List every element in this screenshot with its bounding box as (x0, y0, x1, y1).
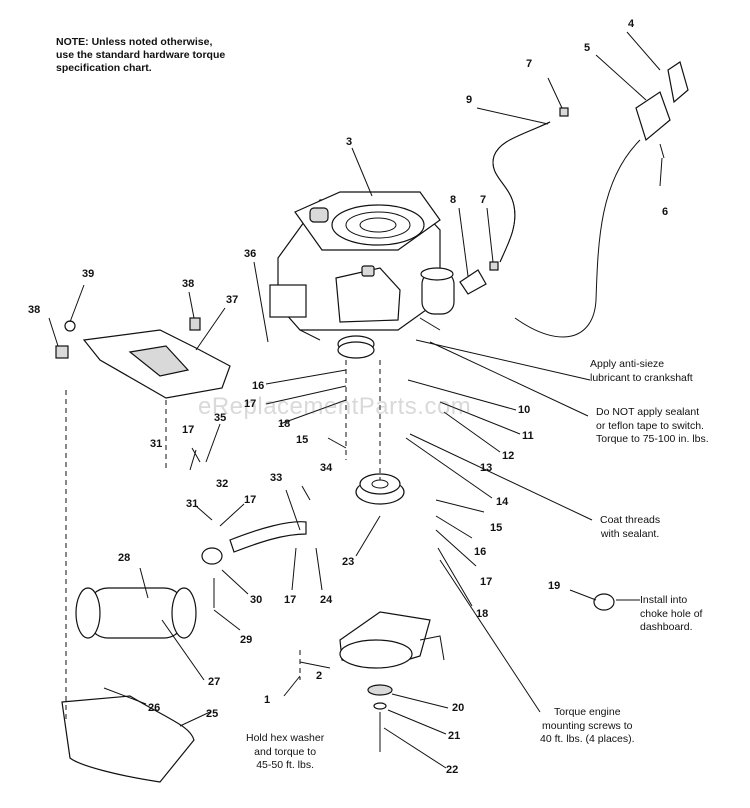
callout-35: 35 (214, 412, 227, 424)
throttle-control-drawing (514, 61, 689, 338)
callout-36: 36 (244, 248, 257, 260)
callout-15b: 15 (490, 522, 503, 534)
muffler-drawing (75, 587, 197, 639)
callout-38b: 38 (182, 278, 195, 290)
callout-15a: 15 (296, 434, 309, 446)
torque-note: NOTE: Unless noted otherwise, use the st… (56, 36, 226, 74)
callout-16a: 16 (252, 380, 265, 392)
callout-10: 10 (518, 404, 531, 416)
callout-19: 19 (548, 580, 561, 592)
fitting-8 (459, 269, 487, 295)
callout-22: 22 (446, 764, 459, 776)
callout-3: 3 (346, 136, 353, 148)
callout-13: 13 (480, 462, 493, 474)
fitting-7 (489, 261, 499, 271)
callout-29: 29 (240, 634, 253, 646)
annotation-no-sealant: Do NOT apply sealant or teflon tape to s… (596, 406, 709, 445)
callout-30: 30 (250, 594, 263, 606)
callout-7: 7 (526, 58, 533, 70)
callout-23: 23 (342, 556, 355, 568)
screw-39 (64, 320, 76, 332)
callout-24: 24 (320, 594, 333, 606)
callout-17a: 17 (244, 398, 257, 410)
callout-25: 25 (206, 708, 219, 720)
annotation-anti-sieze: Apply anti-sieze lubricant to crankshaft (590, 358, 693, 384)
watermark: eReplacementParts.com (198, 393, 472, 420)
bracket-30 (201, 547, 223, 565)
callout-6: 6 (662, 206, 669, 218)
callout-33: 33 (270, 472, 283, 484)
callout-31b: 31 (186, 498, 199, 510)
callout-16b: 16 (474, 546, 487, 558)
callout-17e: 17 (284, 594, 297, 606)
muffler-guard-drawing (61, 695, 195, 783)
annotation-torque-engine: Torque engine mounting screws to 40 ft. … (540, 706, 635, 745)
callout-4: 4 (628, 18, 635, 30)
callout-37: 37 (226, 294, 239, 306)
callout-31a: 31 (150, 438, 163, 450)
callout-17b: 17 (182, 424, 195, 436)
choke-cable-drawing (492, 121, 551, 263)
nut-38a (55, 345, 69, 359)
callout-28: 28 (118, 552, 131, 564)
callout-34: 34 (320, 462, 333, 474)
callout-17c: 17 (480, 576, 493, 588)
annotation-hex-washer: Hold hex washer and torque to 45-50 ft. … (246, 732, 325, 771)
exhaust-pipe-drawing (229, 521, 307, 553)
callout-21: 21 (448, 730, 461, 742)
callout-20: 20 (452, 702, 465, 714)
callout-39: 39 (82, 268, 95, 280)
annotation-choke: Install into choke hole of dashboard. (640, 594, 703, 633)
choke-knob-19 (593, 593, 615, 611)
callout-11: 11 (522, 430, 534, 442)
callout-18a: 18 (278, 418, 291, 430)
callout-17d: 17 (244, 494, 257, 506)
annotation-coat-threads: Coat threads with sealant. (600, 514, 661, 540)
washer-20 (367, 684, 393, 696)
callout-2: 2 (316, 670, 323, 682)
callout-14: 14 (496, 496, 509, 508)
callout-5: 5 (584, 42, 591, 54)
nut-38b (189, 317, 201, 331)
washer-21 (373, 702, 387, 710)
callout-26: 26 (148, 702, 161, 714)
callout-18b: 18 (476, 608, 489, 620)
callout-1: 1 (264, 694, 271, 706)
callout-8: 8 (450, 194, 457, 206)
callout-9: 9 (466, 94, 473, 106)
engine-drawing (269, 191, 455, 359)
callout-38a: 38 (28, 304, 41, 316)
callout-12: 12 (502, 450, 515, 462)
callout-32: 32 (216, 478, 229, 490)
callout-7b: 7 (480, 194, 487, 206)
callout-27: 27 (208, 676, 221, 688)
